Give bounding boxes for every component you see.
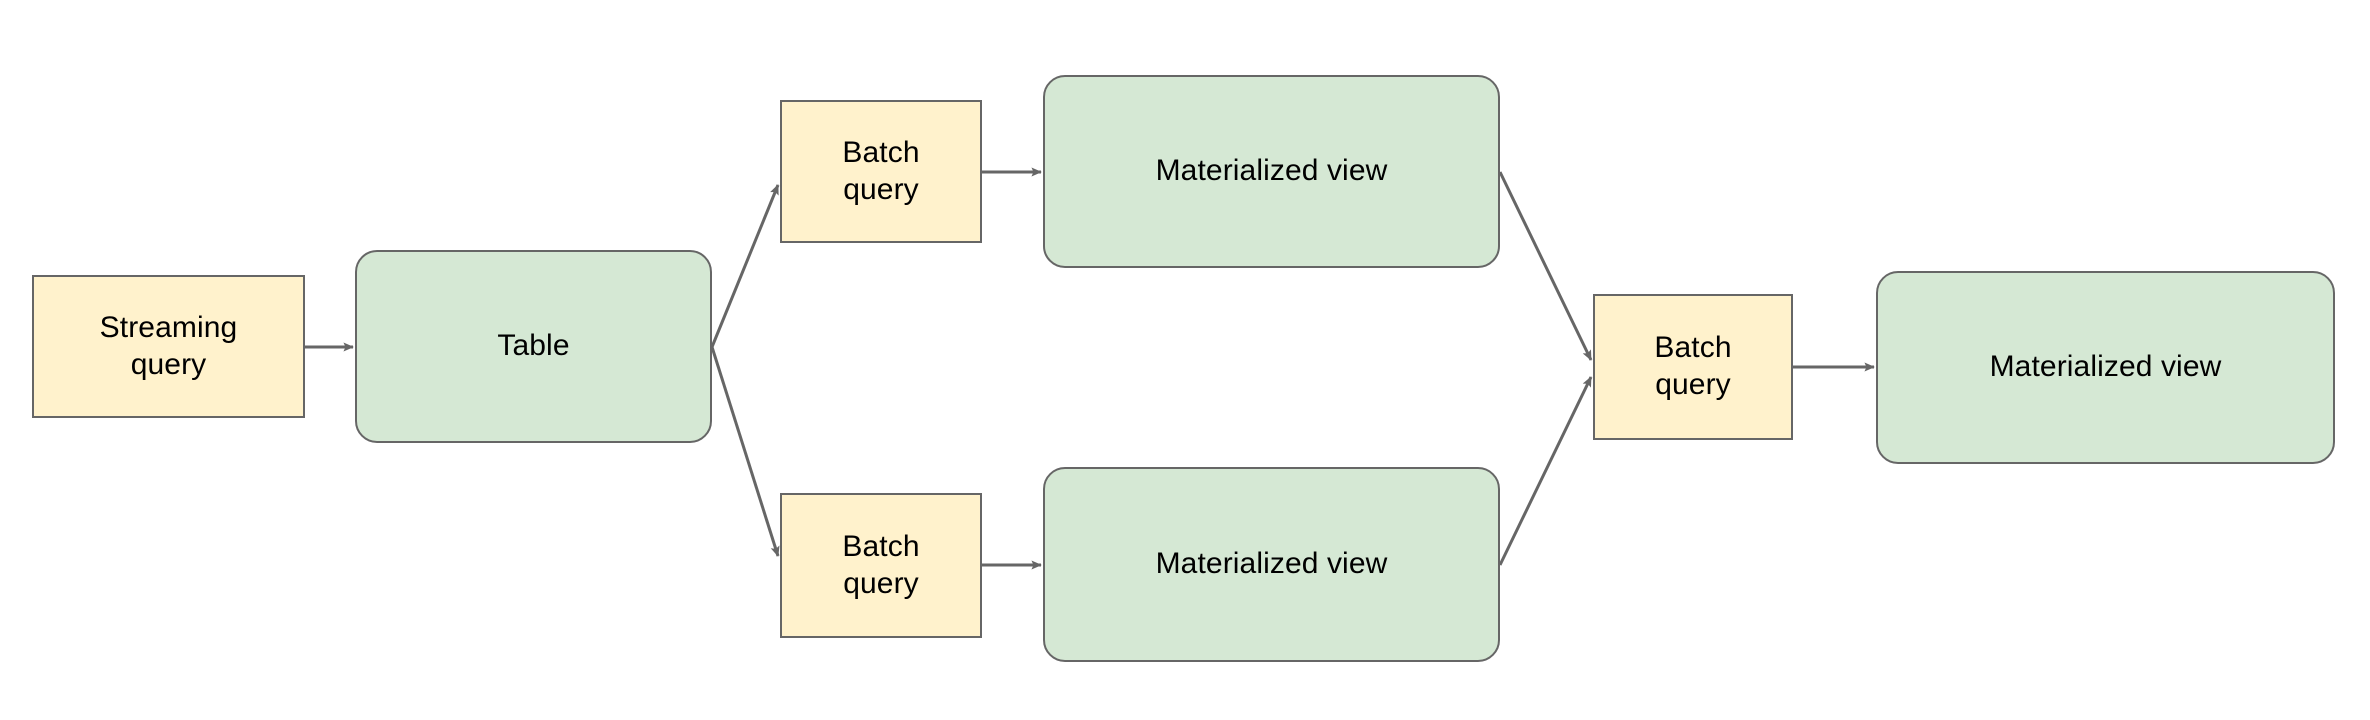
node-table[interactable]: Table (355, 250, 712, 443)
node-materialized-view-bottom[interactable]: Materialized view (1043, 467, 1500, 662)
node-label-streaming-query: Streaming query (99, 310, 238, 381)
node-label-batch-query-bottom: Batch query (842, 529, 920, 600)
edge-materialized-view-top-to-batch-query-middle (1498, 171, 1593, 361)
node-materialized-view-right[interactable]: Materialized view (1876, 271, 2335, 464)
node-batch-query-middle[interactable]: Batch query (1593, 294, 1793, 440)
node-label-materialized-view-right: Materialized view (1989, 350, 2222, 384)
node-batch-query-bottom[interactable]: Batch query (780, 493, 982, 638)
edge-table-to-batch-query-top (710, 184, 780, 348)
node-label-materialized-view-bottom: Materialized view (1155, 547, 1388, 581)
node-materialized-view-top[interactable]: Materialized view (1043, 75, 1500, 268)
node-label-batch-query-middle: Batch query (1654, 331, 1732, 401)
edge-table-to-batch-query-bottom (710, 346, 780, 557)
node-label-batch-query-top: Batch query (842, 135, 920, 206)
node-label-table: Table (497, 329, 570, 363)
node-streaming-query[interactable]: Streaming query (32, 275, 305, 418)
edge-materialized-view-bottom-to-batch-query-middle (1498, 376, 1593, 566)
node-batch-query-top[interactable]: Batch query (780, 100, 982, 243)
node-label-materialized-view-top: Materialized view (1155, 154, 1388, 188)
